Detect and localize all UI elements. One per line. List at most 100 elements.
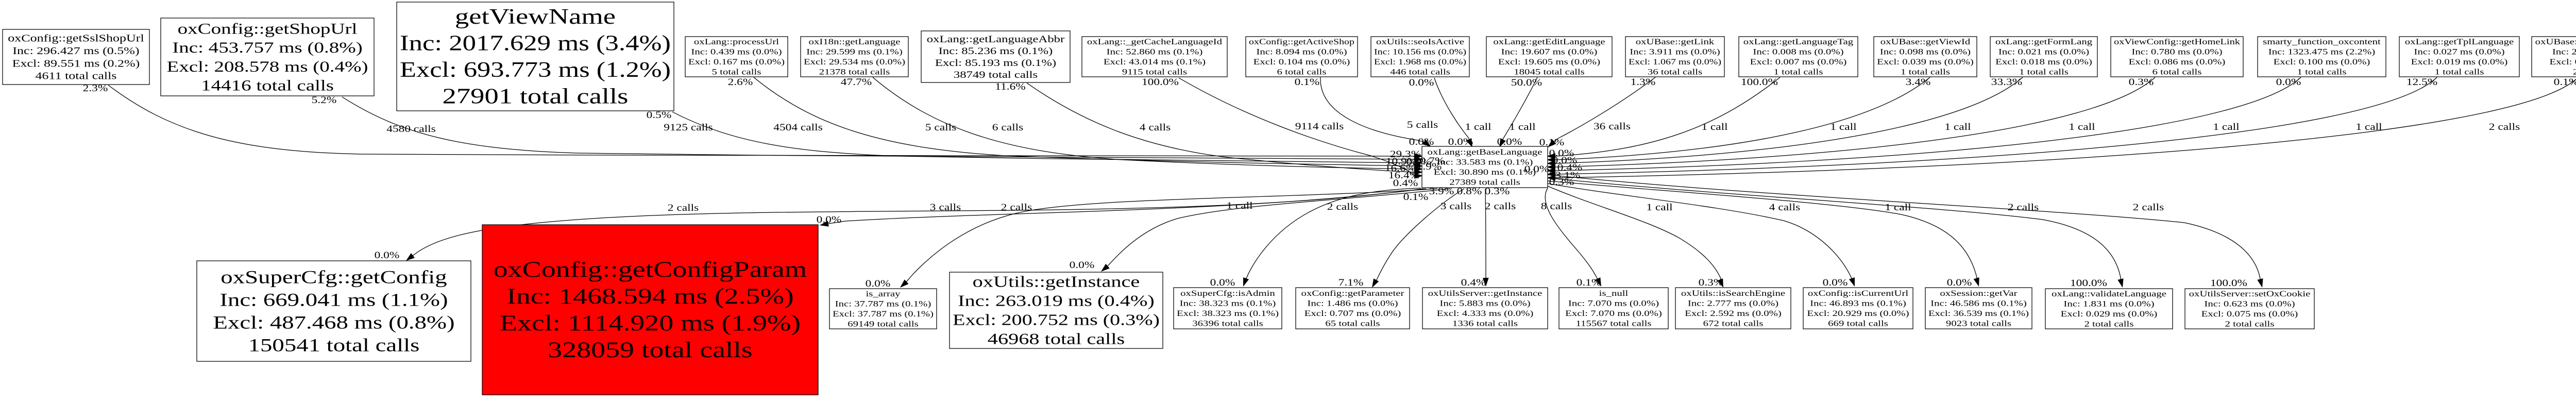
svg-text:oxConfig::getParameter: oxConfig::getParameter bbox=[1301, 289, 1405, 298]
svg-text:oxLang::getBaseLanguage: oxLang::getBaseLanguage bbox=[1428, 148, 1543, 157]
svg-text:Inc: 0.021 ms (0.0%): Inc: 0.021 ms (0.0%) bbox=[1998, 48, 2089, 57]
svg-text:Inc: 29.599 ms (0.1%): Inc: 29.599 ms (0.1%) bbox=[806, 48, 903, 57]
svg-text:669 total calls: 669 total calls bbox=[1828, 320, 1888, 328]
svg-text:2 calls: 2 calls bbox=[2008, 202, 2039, 213]
svg-text:6 calls: 6 calls bbox=[992, 122, 1023, 133]
svg-text:100.0%: 100.0% bbox=[2210, 278, 2247, 289]
svg-text:Excl: 37.787 ms (0.1%): Excl: 37.787 ms (0.1%) bbox=[833, 310, 934, 319]
svg-text:36396 total calls: 36396 total calls bbox=[1192, 320, 1263, 328]
svg-text:Excl: 0.039 ms (0.0%): Excl: 0.039 ms (0.0%) bbox=[1877, 58, 1974, 66]
svg-text:oxUtilsServer::getInstance: oxUtilsServer::getInstance bbox=[1428, 289, 1543, 298]
svg-text:3.4%: 3.4% bbox=[1906, 77, 1931, 88]
svg-text:3 calls: 3 calls bbox=[1440, 201, 1471, 212]
svg-text:36 calls: 36 calls bbox=[1594, 121, 1631, 132]
svg-text:8 calls: 8 calls bbox=[1541, 201, 1572, 212]
svg-text:1 call: 1 call bbox=[1885, 202, 1911, 213]
svg-text:4611 total calls: 4611 total calls bbox=[36, 71, 117, 82]
svg-text:50.0%: 50.0% bbox=[1511, 77, 1543, 88]
svg-text:Inc: 46.586 ms (0.1%): Inc: 46.586 ms (0.1%) bbox=[1930, 299, 2027, 308]
svg-text:Excl: 0.019 ms (0.0%): Excl: 0.019 ms (0.0%) bbox=[2411, 58, 2508, 66]
svg-text:100.0%: 100.0% bbox=[1142, 77, 1179, 88]
svg-text:16.4%: 16.4% bbox=[1388, 170, 1420, 181]
svg-text:Inc: 1.486 ms (0.0%): Inc: 1.486 ms (0.0%) bbox=[1307, 299, 1398, 308]
svg-text:0.4%: 0.4% bbox=[1461, 277, 1486, 288]
svg-text:38749 total calls: 38749 total calls bbox=[954, 70, 1038, 80]
svg-text:oxConfig::getShopUrl: oxConfig::getShopUrl bbox=[178, 20, 358, 37]
svg-text:oxSuperCfg::getConfig: oxSuperCfg::getConfig bbox=[221, 266, 447, 287]
svg-text:oxUBase::_getMetaFromSeo: oxUBase::_getMetaFromSeo bbox=[2535, 38, 2576, 46]
svg-text:Excl: 4.333 ms (0.0%): Excl: 4.333 ms (0.0%) bbox=[1437, 309, 1534, 318]
svg-text:oxLang::getLanguageTag: oxLang::getLanguageTag bbox=[1743, 38, 1853, 46]
svg-text:47.7%: 47.7% bbox=[841, 77, 872, 88]
svg-text:Inc: 52.860 ms (0.1%): Inc: 52.860 ms (0.1%) bbox=[1107, 48, 1203, 57]
svg-text:1 call: 1 call bbox=[1226, 201, 1252, 211]
svg-text:Inc: 85.236 ms (0.1%): Inc: 85.236 ms (0.1%) bbox=[939, 46, 1053, 57]
svg-text:0.0%: 0.0% bbox=[1497, 137, 1522, 147]
svg-text:0.3%: 0.3% bbox=[1699, 277, 1724, 288]
svg-text:oxUtils::isSearchEngine: oxUtils::isSearchEngine bbox=[1681, 289, 1785, 298]
svg-text:0.0%: 0.0% bbox=[1549, 148, 1574, 159]
svg-text:Excl: 0.113 ms (0.0%): Excl: 0.113 ms (0.0%) bbox=[2550, 58, 2576, 66]
svg-text:oxLang::validateLanguage: oxLang::validateLanguage bbox=[2052, 290, 2166, 298]
svg-text:4 calls: 4 calls bbox=[1769, 202, 1800, 213]
svg-text:9114 calls: 9114 calls bbox=[1295, 121, 1344, 132]
svg-text:Excl: 29.534 ms (0.0%): Excl: 29.534 ms (0.0%) bbox=[804, 58, 905, 66]
svg-text:getViewName: getViewName bbox=[455, 5, 616, 29]
svg-text:27389 total calls: 27389 total calls bbox=[1449, 178, 1520, 187]
svg-text:Inc: 38.323 ms (0.1%): Inc: 38.323 ms (0.1%) bbox=[1180, 299, 1276, 308]
svg-text:Inc: 7.070 ms (0.0%): Inc: 7.070 ms (0.0%) bbox=[1568, 299, 1659, 308]
svg-text:Inc: 0.439 ms (0.0%): Inc: 0.439 ms (0.0%) bbox=[691, 48, 782, 57]
svg-text:Excl: 0.007 ms (0.0%): Excl: 0.007 ms (0.0%) bbox=[1750, 58, 1847, 66]
svg-text:2 calls: 2 calls bbox=[668, 203, 699, 213]
svg-text:oxUtils::getInstance: oxUtils::getInstance bbox=[973, 273, 1140, 291]
svg-text:2.6%: 2.6% bbox=[728, 77, 753, 88]
svg-text:Excl: 89.551 ms (0.2%): Excl: 89.551 ms (0.2%) bbox=[12, 58, 140, 69]
svg-text:Inc: 453.757 ms (0.8%): Inc: 453.757 ms (0.8%) bbox=[172, 39, 362, 56]
svg-text:1.3%: 1.3% bbox=[1631, 77, 1656, 88]
svg-text:Excl: 208.578 ms (0.4%): Excl: 208.578 ms (0.4%) bbox=[167, 58, 368, 75]
svg-text:Inc: 37.787 ms (0.1%): Inc: 37.787 ms (0.1%) bbox=[835, 300, 931, 309]
svg-text:Inc: 0.008 ms (0.0%): Inc: 0.008 ms (0.0%) bbox=[1753, 48, 1843, 57]
svg-text:7.1%: 7.1% bbox=[1338, 277, 1364, 288]
svg-text:oxUBase::getViewId: oxUBase::getViewId bbox=[1880, 38, 1970, 46]
svg-text:36 total calls: 36 total calls bbox=[1648, 68, 1702, 77]
svg-text:1 call: 1 call bbox=[2355, 122, 2382, 132]
svg-text:Excl: 85.193 ms (0.1%): Excl: 85.193 ms (0.1%) bbox=[935, 58, 1056, 69]
svg-text:2 calls: 2 calls bbox=[1327, 202, 1358, 212]
svg-text:0.1%: 0.1% bbox=[1577, 277, 1602, 288]
svg-text:oxConfig::getActiveShop: oxConfig::getActiveShop bbox=[1249, 38, 1354, 46]
svg-text:0.3%: 0.3% bbox=[2129, 77, 2154, 88]
svg-text:69149 total calls: 69149 total calls bbox=[848, 320, 919, 329]
svg-text:Inc: 0.623 ms (0.0%): Inc: 0.623 ms (0.0%) bbox=[2204, 300, 2295, 309]
svg-text:1 call: 1 call bbox=[1646, 202, 1672, 213]
svg-text:1.9%: 1.9% bbox=[1417, 161, 1442, 172]
svg-text:Excl: 693.773 ms (1.2%): Excl: 693.773 ms (1.2%) bbox=[400, 58, 671, 82]
svg-text:Excl: 200.752 ms (0.3%): Excl: 200.752 ms (0.3%) bbox=[953, 311, 1160, 329]
svg-text:0.0%: 0.0% bbox=[1524, 164, 1550, 175]
svg-text:Inc: 10.156 ms (0.0%): Inc: 10.156 ms (0.0%) bbox=[1374, 48, 1466, 57]
svg-text:0.0%: 0.0% bbox=[1823, 277, 1848, 288]
svg-text:5 calls: 5 calls bbox=[925, 122, 956, 133]
svg-text:1 call: 1 call bbox=[2069, 122, 2095, 132]
svg-text:16.6%: 16.6% bbox=[1385, 163, 1416, 174]
svg-text:0.4%: 0.4% bbox=[1393, 178, 1418, 189]
svg-text:Inc: 33.583 ms (0.1%): Inc: 33.583 ms (0.1%) bbox=[1437, 158, 1533, 167]
svg-text:Excl: 0.104 ms (0.0%): Excl: 0.104 ms (0.0%) bbox=[1253, 58, 1350, 66]
svg-text:Inc: 19.607 ms (0.0%): Inc: 19.607 ms (0.0%) bbox=[1501, 48, 1598, 57]
svg-text:4504 calls: 4504 calls bbox=[773, 122, 822, 133]
svg-text:1 total calls: 1 total calls bbox=[2019, 68, 2069, 77]
svg-text:2 total calls: 2 total calls bbox=[2084, 320, 2134, 329]
svg-text:Inc: 2017.629 ms (3.4%): Inc: 2017.629 ms (3.4%) bbox=[400, 32, 671, 56]
svg-text:0.9%: 0.9% bbox=[1406, 157, 1432, 168]
svg-text:Excl: 0.018 ms (0.0%): Excl: 0.018 ms (0.0%) bbox=[1995, 58, 2092, 66]
svg-text:65 total calls: 65 total calls bbox=[1325, 320, 1380, 328]
svg-text:23.1%: 23.1% bbox=[1549, 170, 1581, 181]
svg-text:12.5%: 12.5% bbox=[2406, 77, 2438, 88]
svg-text:Inc: 0.780 ms (0.0%): Inc: 0.780 ms (0.0%) bbox=[2131, 48, 2222, 57]
svg-text:oxSuperCfg::isAdmin: oxSuperCfg::isAdmin bbox=[1180, 289, 1275, 298]
svg-text:Excl: 487.468 ms (0.8%): Excl: 487.468 ms (0.8%) bbox=[213, 312, 454, 332]
svg-text:21378 total calls: 21378 total calls bbox=[819, 68, 890, 77]
svg-text:0.0%: 0.0% bbox=[1552, 155, 1578, 166]
svg-text:0.0%: 0.0% bbox=[375, 250, 400, 261]
svg-text:0.0%: 0.0% bbox=[817, 214, 842, 225]
